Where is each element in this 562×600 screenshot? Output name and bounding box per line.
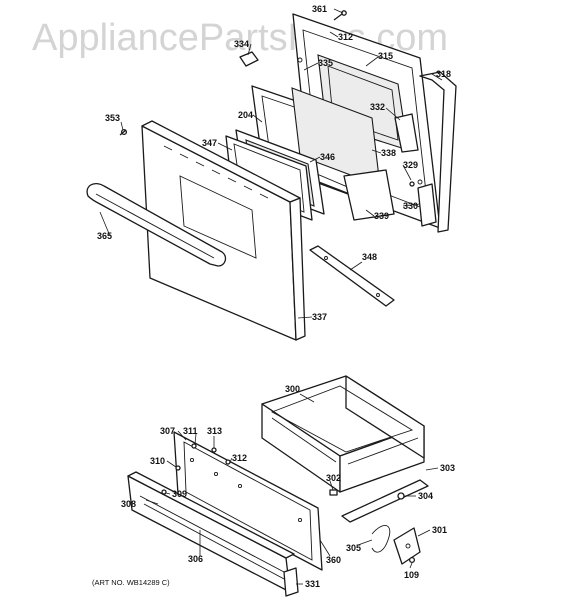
callout-label: 339: [374, 211, 389, 221]
callout-label: 303: [440, 463, 455, 473]
screw-part: [119, 128, 128, 136]
art-number-label: (ART NO. WB14289 C): [92, 578, 170, 587]
callout-label: 338: [381, 148, 396, 158]
callout-label: 311: [183, 426, 198, 436]
screw-part: [409, 181, 415, 187]
insulation-part: [343, 169, 395, 221]
callout-label: 204: [238, 110, 253, 120]
callout-label: 353: [105, 113, 120, 123]
door-gasket-part: [419, 71, 457, 233]
callout-label: 331: [305, 579, 320, 589]
screw-part: [161, 443, 231, 495]
drawer-bracket-part: [393, 527, 421, 565]
callout-label: 318: [436, 69, 451, 79]
support-bar-part: [309, 245, 395, 307]
callout-label: 300: [285, 384, 300, 394]
callout-label: 346: [320, 152, 335, 162]
callout-label: 312: [338, 32, 353, 42]
callout-label: 335: [318, 58, 333, 68]
drawer-stop-part: [329, 489, 338, 496]
callout-label: 305: [346, 543, 361, 553]
screw-part: [408, 556, 416, 564]
drawer-rail-part: [341, 479, 429, 523]
callout-label: 301: [432, 525, 447, 535]
callout-label: 365: [97, 231, 112, 241]
callout-label: 309: [172, 489, 187, 499]
callout-label: 347: [202, 138, 217, 148]
callout-label: 330: [403, 201, 418, 211]
callout-label: 315: [378, 51, 393, 61]
callout-label: 308: [121, 499, 136, 509]
callout-label: 304: [418, 491, 433, 501]
leader-lines: [99, 8, 443, 585]
callout-label: 337: [312, 312, 327, 322]
vent-slots: [163, 145, 269, 199]
callout-label: 329: [403, 160, 418, 170]
callout-label: 310: [150, 456, 165, 466]
callout-label: 313: [207, 426, 222, 436]
callout-labels: 361 312 334 335 315 318 353 332 204 347 …: [97, 4, 455, 589]
drawer-body-part: [261, 375, 425, 493]
storage-drawer-assembly: [127, 375, 429, 597]
callout-label: 348: [362, 252, 377, 262]
callout-label: 312: [232, 453, 247, 463]
callout-label: 332: [370, 102, 385, 112]
callout-label: 361: [312, 4, 327, 14]
callout-label: 334: [234, 39, 249, 49]
oven-door-assembly: [86, 10, 457, 341]
callout-label: 302: [326, 473, 341, 483]
drawer-roller-part: [397, 492, 405, 500]
callout-label: 306: [188, 554, 203, 564]
drawer-back-panel-part: [173, 431, 323, 571]
hinge-bracket-part: [417, 183, 437, 227]
callout-label: 109: [404, 570, 419, 580]
end-cap-part: [283, 567, 299, 597]
door-hinge-part: [394, 113, 419, 153]
callout-label: 307: [160, 426, 175, 436]
drawer-spring-part: [371, 525, 391, 553]
screw-part: [333, 10, 347, 21]
callout-label: 360: [326, 555, 341, 565]
door-handle-part: [86, 182, 227, 267]
outer-door-panel-part: [141, 120, 306, 341]
